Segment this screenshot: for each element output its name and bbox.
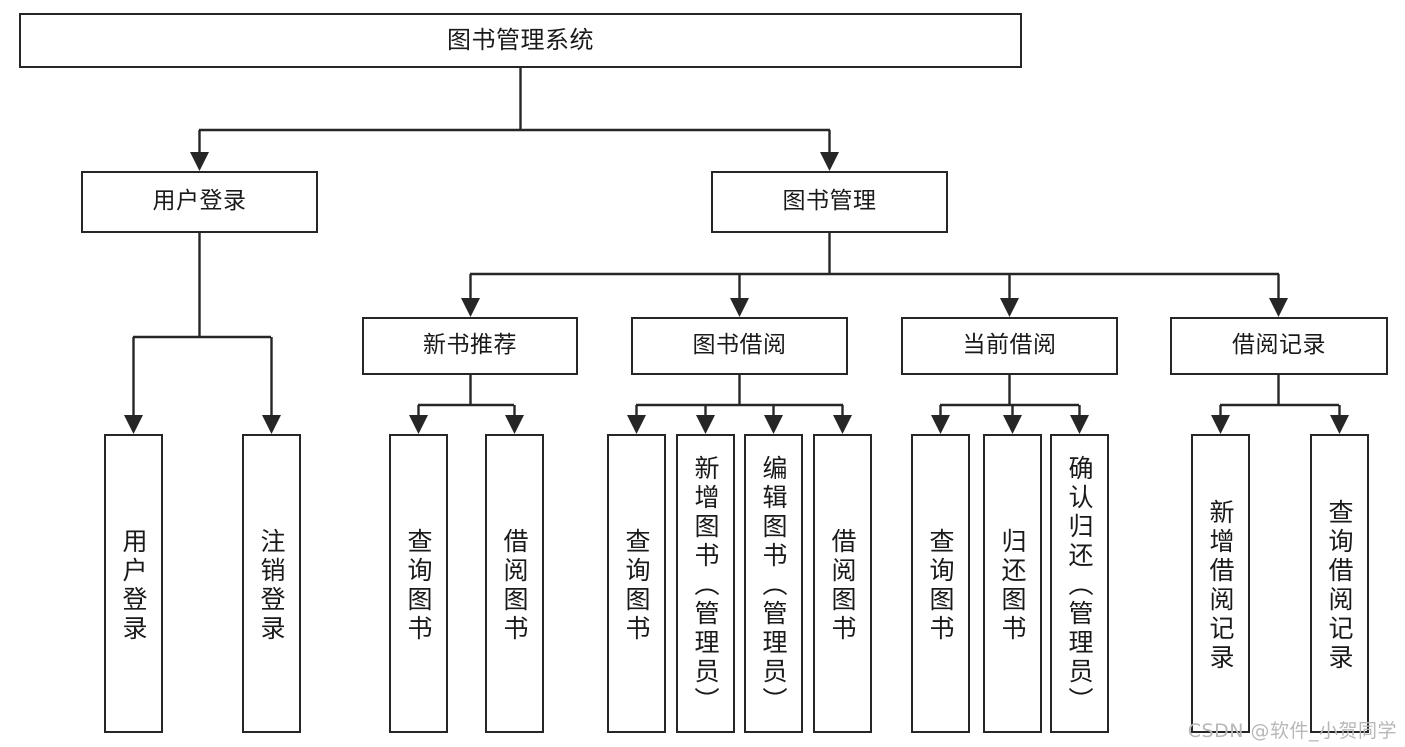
arrowhead-leaf-query-book-cur (931, 415, 950, 434)
arrowhead-leaf-confirm-return (1070, 415, 1089, 434)
node-leaf-confirm-return-label: 确认归还（管理员） (1065, 455, 1094, 716)
node-leaf-add-record-label: 新增借阅记录 (1206, 498, 1235, 673)
arrowhead-leaf-query-book-rec (409, 415, 428, 434)
node-root[interactable]: 图书管理系统 (19, 13, 1022, 68)
node-book-borrow-label: 图书借阅 (692, 332, 787, 359)
node-leaf-borrow-book-label: 借阅图书 (828, 527, 857, 644)
node-leaf-query-book[interactable]: 查询图书 (607, 434, 666, 733)
node-new-book-rec-label: 新书推荐 (423, 332, 517, 359)
arrowhead-leaf-user-login (124, 415, 143, 434)
node-leaf-query-book-label: 查询图书 (622, 527, 651, 644)
arrowhead-leaf-add-book (696, 415, 715, 434)
node-leaf-confirm-return[interactable]: 确认归还（管理员） (1050, 434, 1109, 733)
node-leaf-user-login-label: 用户登录 (119, 527, 148, 644)
node-leaf-query-book-cur-label: 查询图书 (926, 527, 955, 644)
node-current-borrow-label: 当前借阅 (962, 332, 1057, 359)
node-leaf-borrow-book[interactable]: 借阅图书 (813, 434, 872, 733)
node-leaf-edit-book-label: 编辑图书（管理员） (759, 455, 788, 716)
node-book-manage[interactable]: 图书管理 (711, 171, 948, 233)
node-book-borrow[interactable]: 图书借阅 (631, 317, 848, 375)
arrowhead-leaf-edit-book (764, 415, 783, 434)
arrowhead-leaf-query-record (1330, 415, 1349, 434)
node-leaf-add-record[interactable]: 新增借阅记录 (1191, 434, 1250, 733)
node-leaf-query-record-label: 查询借阅记录 (1325, 498, 1354, 673)
node-leaf-add-book-label: 新增图书（管理员） (691, 455, 720, 716)
node-leaf-user-logout-label: 注销登录 (257, 527, 286, 644)
node-leaf-user-logout[interactable]: 注销登录 (242, 434, 301, 733)
arrowhead-leaf-query-book (627, 415, 646, 434)
node-current-borrow[interactable]: 当前借阅 (901, 317, 1118, 375)
arrowhead-leaf-user-logout (262, 415, 281, 434)
arrowhead-leaf-return-book (1003, 415, 1022, 434)
node-user-login[interactable]: 用户登录 (81, 171, 318, 233)
arrowhead-current-borrow (1000, 298, 1019, 317)
node-leaf-return-book-label: 归还图书 (998, 527, 1027, 644)
node-borrow-record[interactable]: 借阅记录 (1170, 317, 1388, 375)
node-leaf-edit-book[interactable]: 编辑图书（管理员） (744, 434, 803, 733)
arrowhead-user-login (190, 152, 209, 171)
node-leaf-add-book[interactable]: 新增图书（管理员） (676, 434, 735, 733)
node-leaf-borrow-book-rec[interactable]: 借阅图书 (485, 434, 544, 733)
arrowhead-borrow-record (1269, 298, 1288, 317)
arrowhead-new-book-rec (461, 298, 480, 317)
node-user-login-label: 用户登录 (152, 188, 247, 215)
node-leaf-borrow-book-rec-label: 借阅图书 (500, 527, 529, 644)
csdn-watermark: CSDN @软件_小贺同学 (1187, 720, 1397, 742)
node-root-label: 图书管理系统 (447, 26, 594, 55)
node-leaf-query-record[interactable]: 查询借阅记录 (1310, 434, 1369, 733)
node-leaf-user-login[interactable]: 用户登录 (104, 434, 163, 733)
node-leaf-query-book-cur[interactable]: 查询图书 (911, 434, 970, 733)
arrowhead-book-borrow (730, 298, 749, 317)
arrowhead-leaf-borrow-book-rec (505, 415, 524, 434)
node-new-book-rec[interactable]: 新书推荐 (362, 317, 578, 375)
arrowhead-leaf-borrow-book (833, 415, 852, 434)
node-leaf-return-book[interactable]: 归还图书 (983, 434, 1042, 733)
node-borrow-record-label: 借阅记录 (1232, 332, 1326, 359)
node-leaf-query-book-rec-label: 查询图书 (404, 527, 433, 644)
arrowhead-book-manage (820, 152, 839, 171)
node-book-manage-label: 图书管理 (782, 188, 877, 215)
arrowhead-leaf-add-record (1211, 415, 1230, 434)
node-leaf-query-book-rec[interactable]: 查询图书 (389, 434, 448, 733)
